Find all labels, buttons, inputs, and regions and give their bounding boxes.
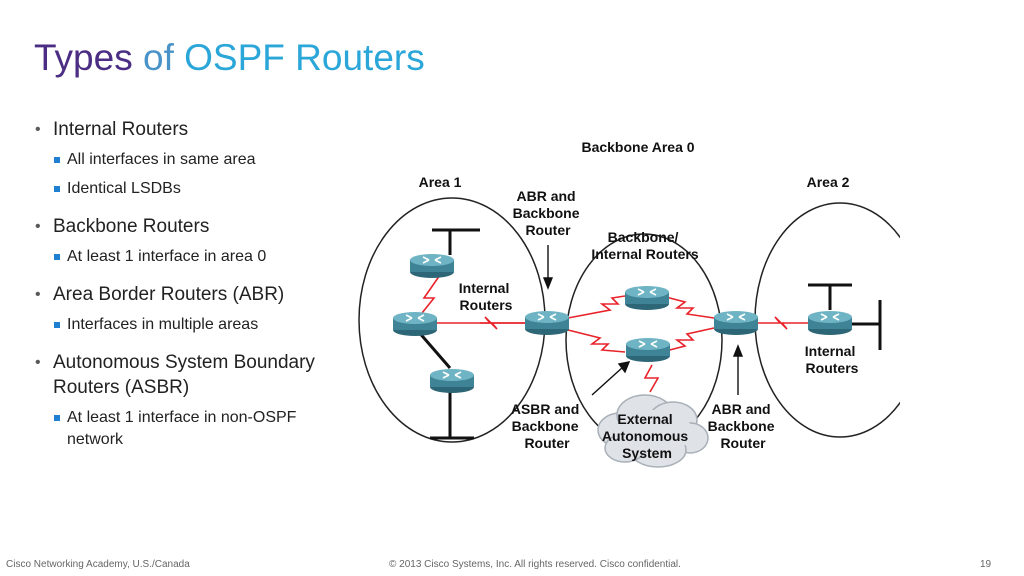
footer-copyright: © 2013 Cisco Systems, Inc. All rights re…	[389, 559, 681, 570]
sub-bullet-text: Interfaces in multiple areas	[67, 316, 259, 333]
bullet-label: Backbone Routers	[53, 216, 210, 237]
bullet-square-icon	[54, 254, 60, 260]
bullet-backbone-routers: • Backbone Routers	[35, 214, 335, 239]
router-icon	[624, 285, 670, 311]
bullet-label: Area Border Routers (ABR)	[53, 284, 285, 305]
arrow-icon	[591, 361, 631, 396]
external-as-label: External Autonomous System	[602, 411, 692, 461]
internal-routers-left-label: Internal Routers	[459, 280, 513, 313]
backbone-internal-label: Backbone/ Internal Routers	[591, 229, 699, 262]
sub-bullet: Identical LSDBs	[35, 178, 335, 200]
router-icon	[409, 253, 455, 279]
page-number: 19	[980, 559, 992, 570]
sub-bullet-text: At least 1 interface in non-OSPF network	[67, 409, 297, 448]
title-word-types: Types	[34, 37, 133, 78]
bullet-square-icon	[54, 322, 60, 328]
sub-bullet-text: All interfaces in same area	[67, 151, 256, 168]
title-word-ospf-routers: OSPF Routers	[184, 37, 425, 78]
lan-segments	[415, 228, 882, 440]
ospf-topology-diagram: Backbone Area 0 Area 1 Area 2 ABR and Ba…	[358, 139, 900, 468]
bullet-label: Autonomous System Boundary Routers (ASBR…	[53, 352, 315, 398]
bullet-dot-icon: •	[35, 286, 41, 303]
arrow-icon	[732, 344, 744, 395]
internal-routers-right-label: Internal Routers	[805, 343, 859, 376]
bullet-asbr: • Autonomous System Boundary Routers (AS…	[35, 350, 335, 400]
sub-bullet: At least 1 interface in non-OSPF network	[35, 407, 335, 451]
bullet-abr: • Area Border Routers (ABR)	[35, 282, 335, 307]
footer-left: Cisco Networking Academy, U.S./Canada	[6, 559, 190, 570]
bullet-dot-icon: •	[35, 218, 41, 235]
sub-bullet: Interfaces in multiple areas	[35, 314, 335, 336]
sub-bullet: All interfaces in same area	[35, 149, 335, 171]
bullet-internal-routers: • Internal Routers	[35, 117, 335, 142]
bullet-square-icon	[54, 415, 60, 421]
sub-bullet-text: Identical LSDBs	[67, 180, 181, 197]
bullet-square-icon	[54, 186, 60, 192]
router-icon	[429, 368, 475, 394]
router-icon	[392, 311, 438, 337]
title-word-of: of	[132, 37, 185, 78]
area-1-label: Area 1	[419, 174, 462, 190]
cloud-icon	[597, 394, 709, 468]
router-icon	[713, 310, 759, 336]
asbr-backbone-label: ASBR and Backbone Router	[511, 401, 583, 451]
router-icon	[625, 337, 671, 363]
abr-backbone-top-label: ABR and Backbone Router	[513, 188, 584, 238]
serial-links	[417, 274, 808, 393]
abr-backbone-bottom-label: ABR and Backbone Router	[708, 401, 779, 451]
bullet-square-icon	[54, 157, 60, 163]
area-2-label: Area 2	[807, 174, 850, 190]
bullet-list: • Internal Routers All interfaces in sam…	[35, 117, 335, 451]
arrow-icon	[542, 245, 554, 290]
sub-bullet: At least 1 interface in area 0	[35, 246, 335, 268]
router-icon	[807, 310, 853, 336]
backbone-area-label: Backbone Area 0	[581, 139, 694, 155]
router-icon	[524, 310, 570, 336]
bullet-dot-icon: •	[35, 354, 41, 371]
bullet-dot-icon: •	[35, 121, 41, 138]
slide-title: Types of OSPF Routers	[34, 36, 425, 80]
bullet-label: Internal Routers	[53, 119, 189, 140]
sub-bullet-text: At least 1 interface in area 0	[67, 248, 267, 265]
